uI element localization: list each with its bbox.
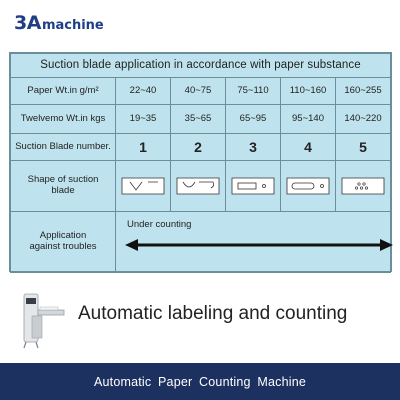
suction-blade-table: Suction blade application in accordance … [9, 52, 393, 273]
twelvemo-4: 95~140 [280, 104, 336, 134]
row-label-paper-weight: Paper Wt.in g/m² [10, 77, 116, 105]
twelvemo-3: 65~95 [225, 104, 281, 134]
footer-bar: Automatic Paper Counting Machine [0, 363, 400, 400]
row-label-shape: Shape of suction blade [10, 160, 116, 212]
blade-shape-5-icon [341, 177, 385, 195]
headline: Automatic labeling and counting [78, 303, 348, 324]
twelvemo-1: 19~35 [115, 104, 171, 134]
application-cell: Under counting [115, 211, 393, 273]
blade-shape-1 [115, 160, 171, 212]
twelvemo-5: 140~220 [335, 104, 391, 134]
paper-weight-1: 22~40 [115, 77, 171, 105]
blade-number-1: 1 [115, 133, 171, 161]
row-label-twelvemo: Twelvemo Wt.in kgs [10, 104, 116, 134]
blade-number-2: 2 [170, 133, 226, 161]
blade-shape-2-icon [176, 177, 220, 195]
paper-weight-2: 40~75 [170, 77, 226, 105]
blade-shape-5 [335, 160, 391, 212]
blade-shape-4 [280, 160, 336, 212]
brand-logo: 3A machine [14, 12, 104, 36]
blade-shape-2 [170, 160, 226, 212]
row-label-blade-number: Suction Blade number. [10, 133, 116, 161]
footer-text: Automatic Paper Counting Machine [93, 374, 307, 389]
row-label-application: Application against troubles [10, 211, 116, 273]
blade-number-3: 3 [225, 133, 281, 161]
blade-shape-4-icon [286, 177, 330, 195]
blade-shape-3-icon [231, 177, 275, 195]
paper-weight-3: 75~110 [225, 77, 281, 105]
under-counting-label: Under counting [127, 219, 192, 230]
blade-shape-3 [225, 160, 281, 212]
table-title: Suction blade application in accordance … [10, 53, 391, 78]
blade-number-5: 5 [335, 133, 391, 161]
brand-text: machine [41, 18, 104, 33]
counting-machine-icon [23, 293, 65, 349]
twelvemo-2: 35~65 [170, 104, 226, 134]
double-arrow-icon [125, 239, 393, 251]
paper-weight-5: 160~255 [335, 77, 391, 105]
blade-number-4: 4 [280, 133, 336, 161]
brand-mark: 3A [14, 12, 41, 34]
paper-weight-4: 110~160 [280, 77, 336, 105]
blade-shape-1-icon [121, 177, 165, 195]
